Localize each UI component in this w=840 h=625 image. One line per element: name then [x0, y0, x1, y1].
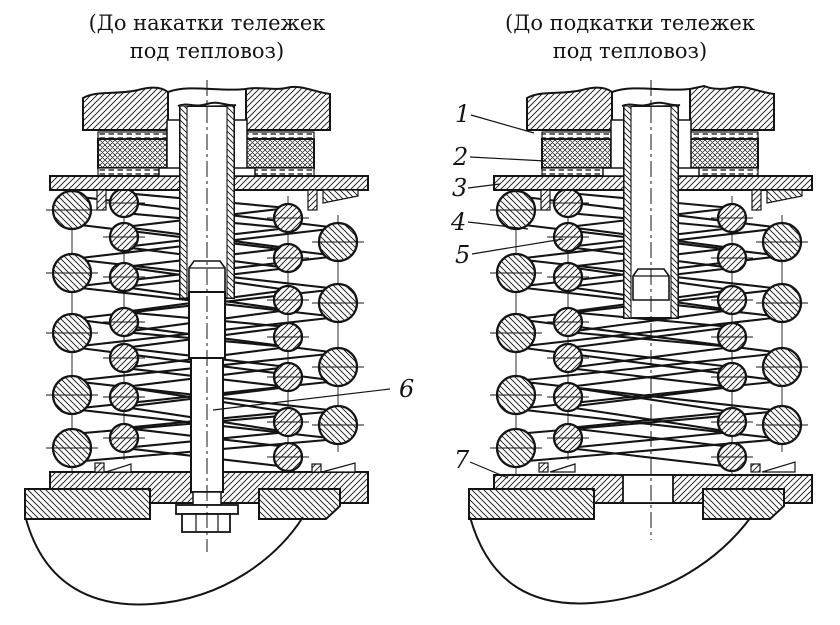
callout-6: 6: [212, 375, 414, 411]
retainer-clip: [538, 462, 549, 473]
tube-wall: [179, 105, 188, 299]
follower-plate: [541, 167, 612, 177]
seat-tab: [96, 189, 107, 211]
coil-wire: [567, 325, 733, 350]
retainer-wedge: [761, 461, 796, 473]
leader-line-2: [469, 156, 547, 162]
follower-plate: [689, 167, 759, 177]
leader-line-4: [467, 221, 529, 230]
coil-springs: [490, 181, 808, 479]
part-label-3: 3: [452, 174, 467, 202]
part-label-5: 5: [455, 241, 470, 269]
caption-left-line2: под тепловоз): [130, 39, 284, 63]
callouts: 1 2 3 4 5 7: [450, 100, 564, 479]
follower-plate: [245, 131, 315, 140]
retainer-clip: [94, 462, 105, 473]
retainer-clip: [311, 463, 322, 473]
coil-wire: [567, 345, 733, 370]
frame-beam-right: [245, 85, 331, 131]
retainer-clip: [750, 463, 761, 473]
coil-wire: [567, 330, 733, 349]
leader-line-5: [471, 238, 564, 255]
axlebox-outline: [469, 516, 752, 605]
leader-line-3: [467, 183, 501, 189]
leader-line-7: [469, 461, 509, 479]
part-label-4: 4: [450, 208, 466, 236]
axlebox-wing-left: [24, 488, 151, 520]
leader-line-6: [212, 388, 391, 411]
seat-wedge: [322, 189, 359, 204]
coil-wire: [515, 437, 783, 464]
right-diagram: (До подкатки тележек под тепловоз): [450, 11, 813, 605]
part-label-6: 6: [399, 375, 414, 403]
axlebox-wing-right: [702, 488, 785, 520]
follower-plate: [97, 167, 168, 177]
coil-wire: [567, 430, 733, 450]
frame-beam-right: [689, 84, 775, 131]
retainer-wedge: [321, 462, 356, 473]
coil-wire: [515, 351, 783, 383]
seat-tab: [307, 189, 318, 211]
seat-tab: [751, 189, 762, 211]
seat-wedge: [766, 189, 803, 204]
retainer-wedge: [105, 463, 132, 473]
frame-break-line: [167, 87, 247, 93]
follower-plate: [689, 131, 759, 140]
seat-tab: [540, 189, 551, 211]
tube-wall: [226, 105, 235, 299]
part-label-7: 7: [454, 446, 470, 474]
follower-plate: [541, 131, 612, 140]
tube-break-line: [177, 101, 237, 107]
bolt-hole-boss: [622, 474, 674, 504]
left-diagram: (До накатки тележек под тепловоз): [24, 11, 414, 606]
rubber-pad-left: [97, 138, 168, 169]
coil-wire: [567, 385, 733, 409]
coil-wire: [515, 315, 783, 349]
part-label-1: 1: [455, 100, 470, 128]
leader-line-1: [470, 114, 535, 134]
tube-break-line: [621, 101, 681, 107]
axlebox-wing-left: [468, 488, 595, 520]
rubber-pad-right: [689, 138, 759, 169]
follower-plate: [97, 131, 168, 140]
frame-beam-left: [82, 86, 169, 131]
rubber-pad-right: [245, 138, 315, 169]
follower-plate: [245, 167, 315, 177]
caption-right-line1: (До подкатки тележек: [505, 11, 755, 35]
tube-wall: [670, 105, 679, 319]
tube-wall: [623, 105, 632, 319]
frame-break-line: [611, 87, 691, 93]
caption-right-line2: под тепловоз): [553, 39, 707, 63]
top-assembly: [493, 84, 813, 211]
axlebox-wing-right: [258, 488, 341, 520]
frame-beam-left: [526, 86, 613, 131]
coil-wire: [567, 308, 733, 334]
retainer-wedge: [549, 463, 576, 473]
coil-wire: [567, 385, 733, 414]
coil-wire: [567, 310, 733, 329]
rubber-pad-left: [541, 138, 612, 169]
axlebox-outline: [25, 516, 304, 606]
caption-left-line1: (До накатки тележек: [89, 11, 326, 35]
base-assembly: [468, 461, 813, 605]
coil-wire: [567, 426, 733, 449]
part-label-2: 2: [452, 143, 468, 171]
coil-wire: [567, 365, 733, 389]
coil-wire: [567, 446, 733, 469]
lock-nut: [181, 513, 231, 533]
coil-wire: [567, 410, 733, 430]
